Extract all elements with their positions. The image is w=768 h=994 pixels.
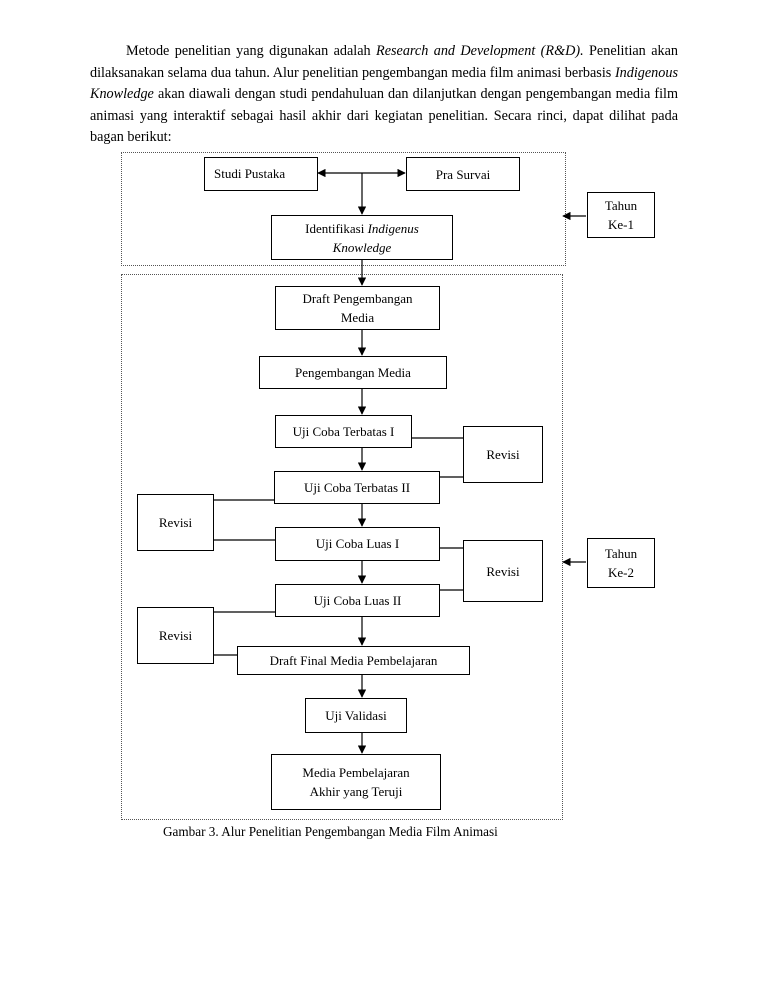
- studi-pustaka-box: Studi Pustaka: [204, 157, 318, 191]
- pengembangan-media-box: Pengembangan Media: [259, 356, 447, 389]
- uji-coba-luas-1-box: Uji Coba Luas I: [275, 527, 440, 561]
- revisi-box-2: Revisi: [137, 494, 214, 551]
- uji-coba-terbatas-1-box: Uji Coba Terbatas I: [275, 415, 412, 448]
- year-1-frame: [121, 152, 566, 266]
- pra-survai-box: Pra Survai: [406, 157, 520, 191]
- year-2-frame: [121, 274, 563, 820]
- uji-coba-luas-2-box: Uji Coba Luas II: [275, 584, 440, 617]
- uji-validasi-box: Uji Validasi: [305, 698, 407, 733]
- intro-paragraph: Metode penelitian yang digunakan adalah …: [90, 43, 678, 146]
- draft-final-box: Draft Final Media Pembelajaran: [237, 646, 470, 675]
- revisi-box-1: Revisi: [463, 426, 543, 483]
- revisi-box-4: Revisi: [137, 607, 214, 664]
- revisi-box-3: Revisi: [463, 540, 543, 602]
- figure-caption: Gambar 3. Alur Penelitian Pengembangan M…: [163, 824, 498, 839]
- uji-coba-terbatas-2-box: Uji Coba Terbatas II: [274, 471, 440, 504]
